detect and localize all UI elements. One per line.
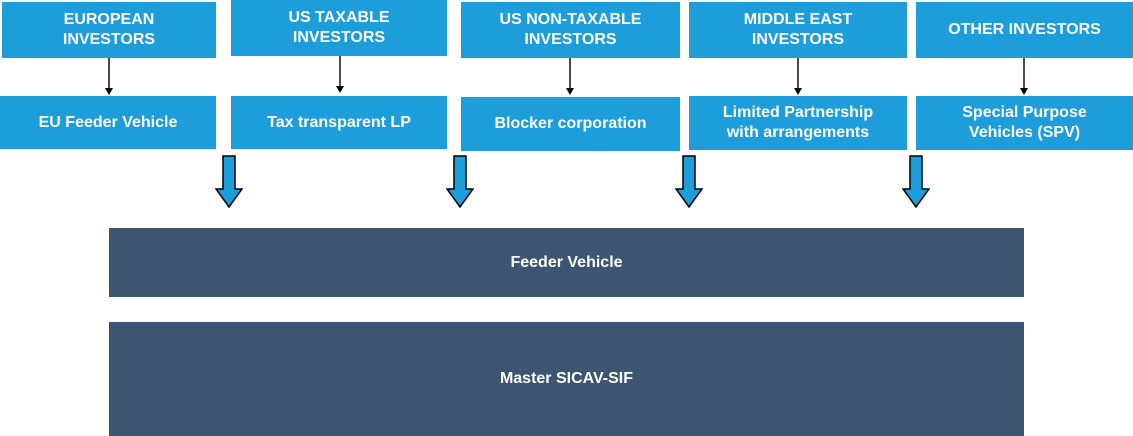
investor-box-european: EUROPEAN INVESTORS bbox=[2, 2, 216, 58]
down-arrow-icon bbox=[1020, 58, 1028, 95]
vehicle-box-blocker-corporation: Blocker corporation bbox=[461, 97, 680, 151]
block-down-arrow-icon bbox=[446, 155, 474, 209]
investor-box-middle-east: MIDDLE EAST INVESTORS bbox=[689, 2, 907, 58]
vehicle-box-limited-partnership: Limited Partnership with arrangements bbox=[689, 96, 907, 150]
vehicle-box-spv: Special Purpose Vehicles (SPV) bbox=[916, 96, 1133, 150]
block-down-arrow-icon bbox=[902, 155, 930, 209]
down-arrow-icon bbox=[336, 56, 344, 93]
vehicle-box-tax-transparent-lp: Tax transparent LP bbox=[231, 96, 447, 149]
master-sicav-sif-bar: Master SICAV-SIF bbox=[109, 322, 1024, 436]
investor-box-us-taxable: US TAXABLE INVESTORS bbox=[231, 0, 447, 56]
down-arrow-icon bbox=[566, 58, 574, 95]
down-arrow-icon bbox=[794, 58, 802, 95]
block-down-arrow-icon bbox=[215, 155, 243, 209]
investor-box-other: OTHER INVESTORS bbox=[916, 2, 1133, 58]
investor-box-us-non-taxable: US NON-TAXABLE INVESTORS bbox=[461, 2, 680, 58]
block-down-arrow-icon bbox=[675, 155, 703, 209]
down-arrow-icon bbox=[105, 58, 113, 95]
feeder-vehicle-bar: Feeder Vehicle bbox=[109, 228, 1024, 297]
vehicle-box-eu-feeder: EU Feeder Vehicle bbox=[0, 96, 216, 149]
